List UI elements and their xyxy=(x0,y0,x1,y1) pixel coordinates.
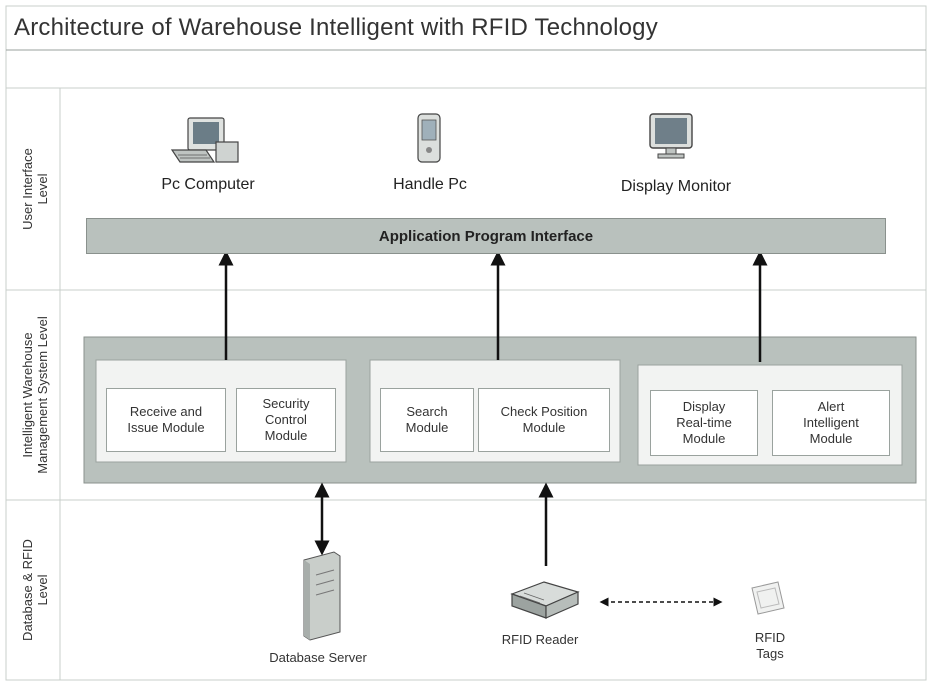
module-text-line: Module xyxy=(809,431,853,446)
level-label-user-interface: User Interface Level xyxy=(10,88,60,290)
device-label-pc: Pc Computer xyxy=(161,176,255,193)
level-label-management: Intelligent Warehouse Management System … xyxy=(10,290,60,500)
level-label-line: Intelligent Warehouse xyxy=(20,332,35,458)
module-text-line: Control xyxy=(265,412,307,427)
label-line: RFID xyxy=(754,630,786,645)
module-check-position: Check Position Module xyxy=(478,388,610,452)
module-text-line: Check Position xyxy=(500,404,588,419)
handheld-pc-icon xyxy=(417,113,441,163)
level-label-database: Database & RFID Level xyxy=(10,500,60,680)
module-text-line: Search xyxy=(406,404,448,419)
module-receive-issue: Receive and Issue Module xyxy=(106,388,226,452)
level-label-line: Level xyxy=(35,574,50,606)
module-text-line: Real-time xyxy=(676,415,732,430)
level-label-line: Level xyxy=(35,173,50,205)
label-line: Tags xyxy=(756,646,784,661)
module-text-line: Module xyxy=(264,428,308,443)
level-label-line: Database & RFID xyxy=(20,539,35,641)
diagram-title: Architecture of Warehouse Intelligent wi… xyxy=(14,14,658,41)
label-rfid-tags: RFID Tags xyxy=(755,630,785,662)
rfid-tag-icon xyxy=(751,581,785,615)
device-label-display: Display Monitor xyxy=(620,178,732,195)
module-text-line: Receive and xyxy=(129,404,203,419)
database-server-icon xyxy=(303,551,341,641)
module-security-control: Security Control Module xyxy=(236,388,336,452)
module-text-line: Intelligent xyxy=(803,415,859,430)
module-text-line: Alert xyxy=(817,399,845,414)
level-label-line: Management System Level xyxy=(35,316,50,474)
label-database-server: Database Server xyxy=(269,650,367,665)
label-rfid-reader: RFID Reader xyxy=(501,632,579,647)
level-label-line: User Interface xyxy=(20,148,35,230)
module-text-line: Issue Module xyxy=(127,420,205,435)
pc-computer-icon xyxy=(170,117,239,163)
module-alert-intelligent: Alert Intelligent Module xyxy=(772,390,890,456)
module-text-line: Security xyxy=(262,396,310,411)
device-label-handle: Handle Pc xyxy=(393,176,467,193)
module-text-line: Module xyxy=(522,420,566,435)
module-search: Search Module xyxy=(380,388,474,452)
module-text-line: Module xyxy=(405,420,449,435)
outer-frame xyxy=(5,5,927,681)
module-text-line: Module xyxy=(682,431,726,446)
application-program-interface: Application Program Interface xyxy=(86,218,886,254)
module-text-line: Display xyxy=(682,399,726,414)
module-display-realtime: Display Real-time Module xyxy=(650,390,758,456)
rfid-reader-icon xyxy=(510,581,580,619)
display-monitor-icon xyxy=(649,113,693,159)
